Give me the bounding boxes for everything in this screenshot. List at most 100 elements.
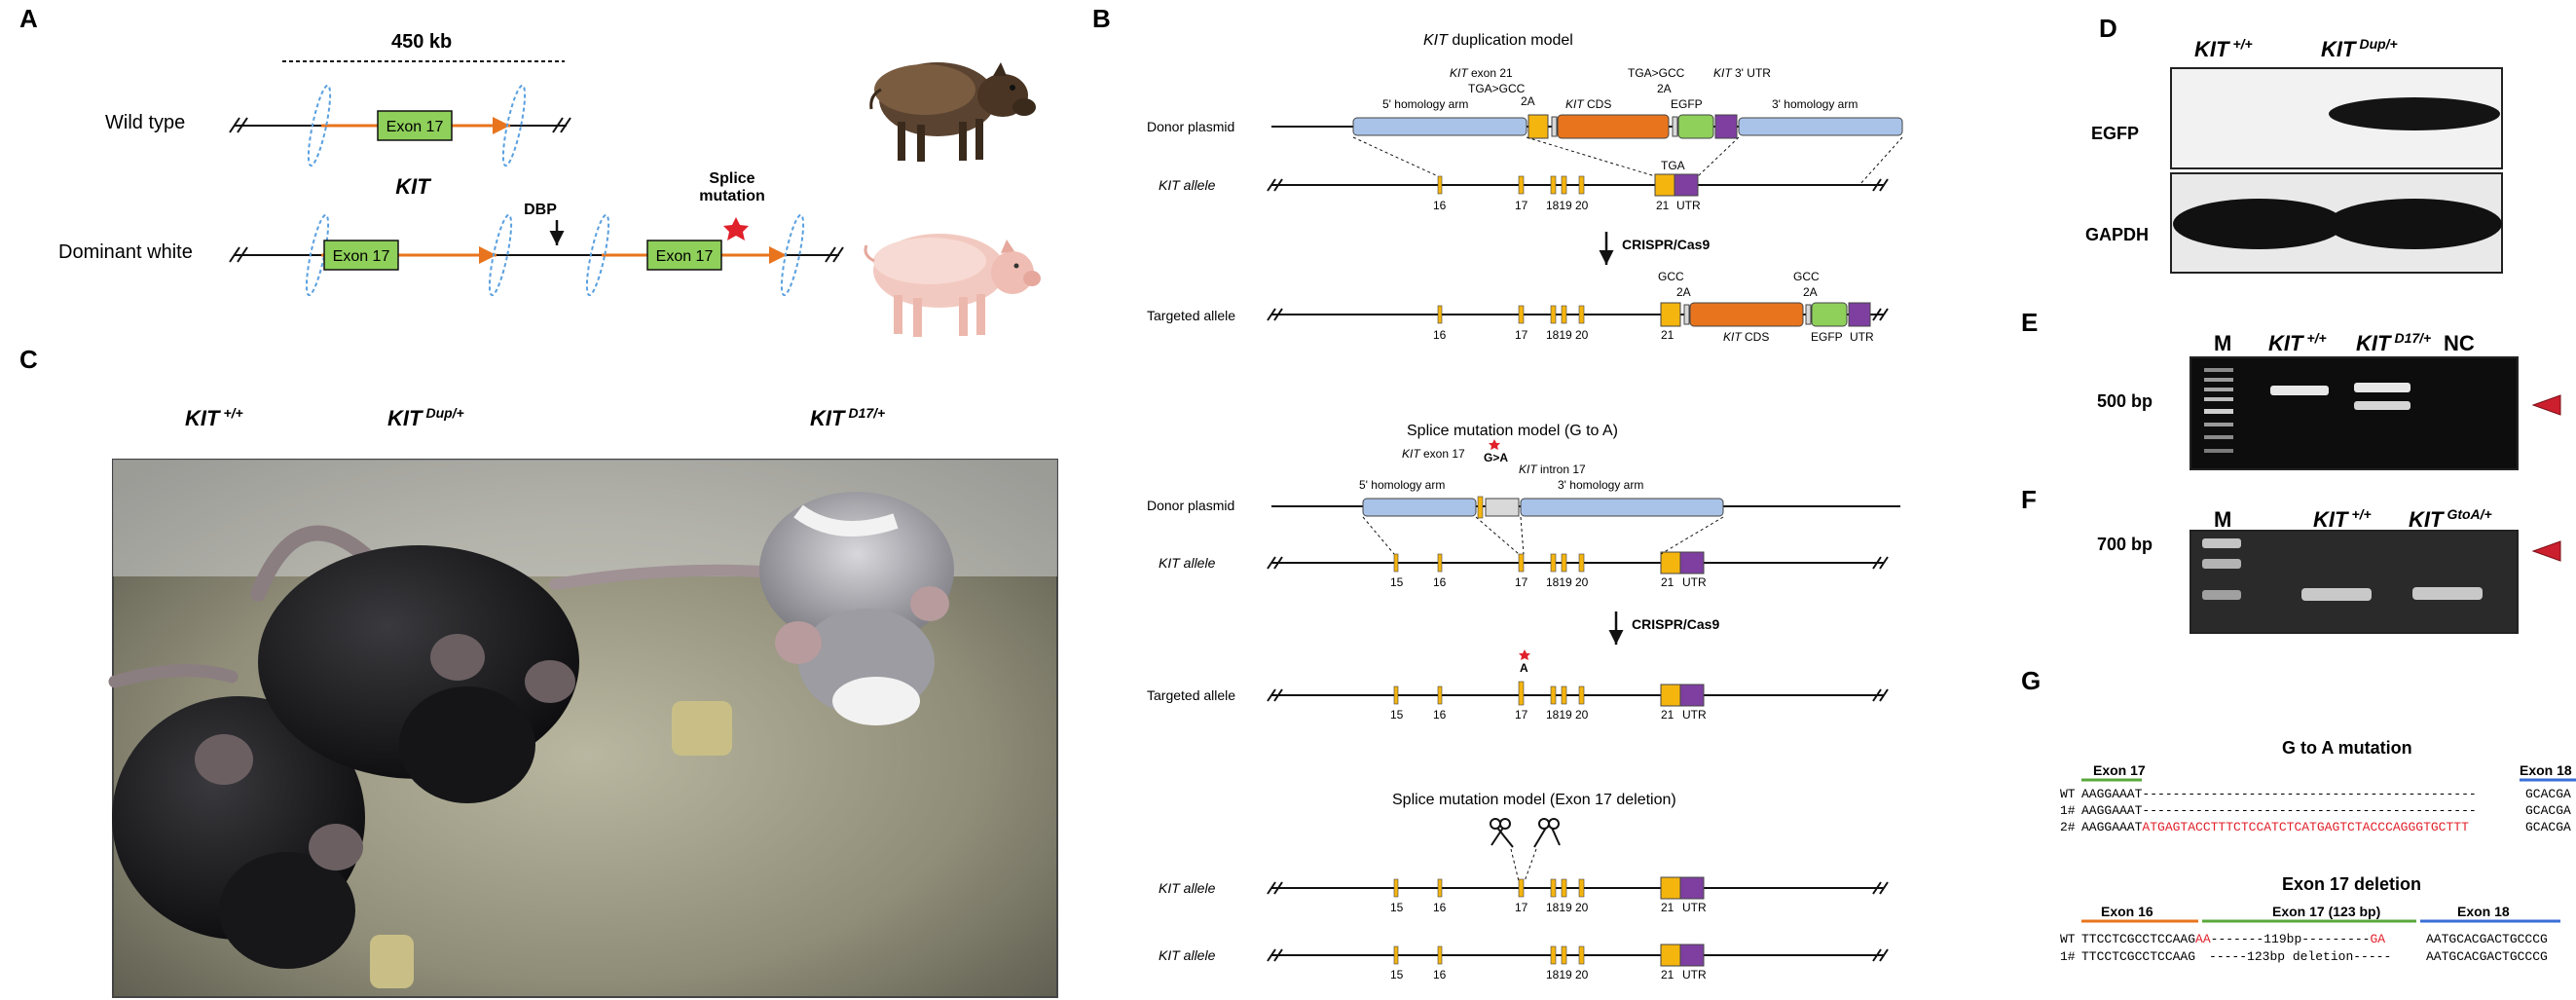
b1-ex1819: 1819: [1546, 199, 1572, 212]
e-size-label: 500 bp: [2097, 391, 2153, 411]
b5-ex21: 21: [1661, 901, 1674, 914]
two-a-label-2: 2A: [1657, 82, 1672, 95]
kit-3utr-label: KIT 3' UTR: [1713, 66, 1771, 80]
egfp-label-2: EGFP: [1811, 330, 1843, 344]
b3-ex21: 21: [1661, 575, 1674, 589]
exon17-label: Exon 17: [386, 119, 444, 135]
b4-utr: UTR: [1682, 708, 1707, 722]
wild-type-label: Wild type: [105, 112, 185, 133]
gcc-label-1: GCC: [1658, 270, 1684, 283]
e-lane-m: M: [2214, 331, 2231, 355]
tga-gcc-label-1: TGA>GCC: [1468, 82, 1526, 95]
d-col-wt: KIT+/+: [2194, 36, 2253, 61]
two-a-label-1: 2A: [1521, 94, 1535, 108]
targeted-allele-dup: [1267, 302, 1889, 327]
b6-ex20: 20: [1575, 968, 1589, 981]
arm5-label-2: 5' homology arm: [1359, 478, 1445, 492]
b3-ex1819: 1819: [1546, 575, 1572, 589]
egfp-row-label: EGFP: [2091, 124, 2139, 143]
b3-ex16: 16: [1433, 575, 1447, 589]
b1-ex20: 20: [1575, 199, 1589, 212]
g-exon18-label: Exon 18: [2520, 762, 2572, 778]
b3-ex17: 17: [1515, 575, 1528, 589]
b5-ex20: 20: [1575, 901, 1589, 914]
panel-f-label: F: [2021, 485, 2037, 514]
gcc-label-2: GCC: [1793, 270, 1820, 283]
gta-label: G>A: [1484, 451, 1508, 464]
b4-ex15: 15: [1390, 708, 1404, 722]
g-row-2: 2#AAGGAAATATGAGTACCTTTCTCCATCTCATGAGTCTA…: [2060, 820, 2571, 834]
g-title-1: G to A mutation: [2282, 738, 2412, 758]
g-exon16-label: Exon 16: [2101, 904, 2153, 919]
wild-boar-photo: [869, 62, 1036, 162]
arm3-label-2: 3' homology arm: [1558, 478, 1643, 492]
band-arrow-icon-f: [2531, 540, 2561, 562]
kit-allele-label-3: KIT allele: [1159, 880, 1216, 896]
exon17-label-3: Exon 17: [656, 248, 714, 265]
kit-allele-dup: [1267, 136, 1903, 197]
b1-ex17: 17: [1515, 199, 1528, 212]
panel-b: B KIT duplication model Donor plasmid 5'…: [1092, 4, 1903, 981]
two-a-label-4: 2A: [1803, 285, 1818, 299]
b5-ex16: 16: [1433, 901, 1447, 914]
a-letter: A: [1520, 661, 1528, 675]
g-del-row-1: 1#TTCCTCGCCTCCAAG-----123bp deletion----…: [2060, 949, 2548, 964]
white-pig-photo: [864, 234, 1041, 337]
b3-utr: UTR: [1682, 575, 1707, 589]
repeat-element-left: [307, 84, 332, 167]
b2-utr: UTR: [1850, 330, 1874, 344]
g-exon17-123-label: Exon 17 (123 bp): [2272, 904, 2380, 919]
targeted-allele-gtoa: [1267, 681, 1889, 707]
dominant-white-locus: Exon 17 Exon 17 DBP Splice mutation: [229, 170, 844, 297]
western-blot-egfp: [2170, 67, 2503, 169]
gel-e: [2190, 356, 2519, 470]
genotype-wt-label: KIT+/+: [185, 405, 243, 430]
b4-ex16: 16: [1433, 708, 1447, 722]
mutation-star-icon-1: [1489, 439, 1500, 450]
mutation-star-icon-2: [1519, 649, 1530, 660]
g-row-1: 1#AAGGAAAT------------------------------…: [2060, 803, 2571, 818]
kit-gene-label: KIT: [395, 174, 431, 199]
b5-utr: UTR: [1682, 901, 1707, 914]
f-lane-wt: KIT+/+: [2313, 506, 2372, 532]
kit-cds-label-1: KIT CDS: [1565, 97, 1611, 111]
gapdh-row-label: GAPDH: [2085, 225, 2149, 244]
g-exon17-label: Exon 17: [2093, 762, 2146, 778]
b2-ex1819: 1819: [1546, 328, 1572, 342]
donor-plasmid-dup: [1271, 114, 1903, 139]
kit-exon21-label: KIT exon 21: [1450, 66, 1513, 80]
b5-ex15: 15: [1390, 901, 1404, 914]
b6-utr: UTR: [1682, 968, 1707, 981]
g-title-2: Exon 17 deletion: [2282, 874, 2421, 894]
b2-ex17: 17: [1515, 328, 1528, 342]
kit-allele-label-1: KIT allele: [1159, 177, 1216, 193]
b6-ex1819: 1819: [1546, 968, 1572, 981]
three-mice-photo: [108, 459, 1058, 998]
b6-ex21: 21: [1661, 968, 1674, 981]
kit-allele-label-2: KIT allele: [1159, 555, 1216, 571]
band-arrow-icon-e: [2531, 394, 2561, 416]
egfp-label-1: EGFP: [1671, 97, 1703, 111]
kit-intron17-label: KIT intron 17: [1519, 463, 1586, 476]
dbp-label: DBP: [524, 202, 557, 218]
scissors-icon: [1490, 818, 1561, 882]
b1-utr: UTR: [1676, 199, 1701, 212]
f-size-label: 700 bp: [2097, 535, 2153, 554]
b1-ex21: 21: [1656, 199, 1670, 212]
panel-g-label: G: [2021, 666, 2041, 695]
crispr-label-1: CRISPR/Cas9: [1622, 237, 1710, 252]
kit-allele-gtoa: [1267, 516, 1889, 574]
b2-ex20: 20: [1575, 328, 1589, 342]
crispr-label-2: CRISPR/Cas9: [1632, 616, 1719, 632]
b6-ex15: 15: [1390, 968, 1404, 981]
